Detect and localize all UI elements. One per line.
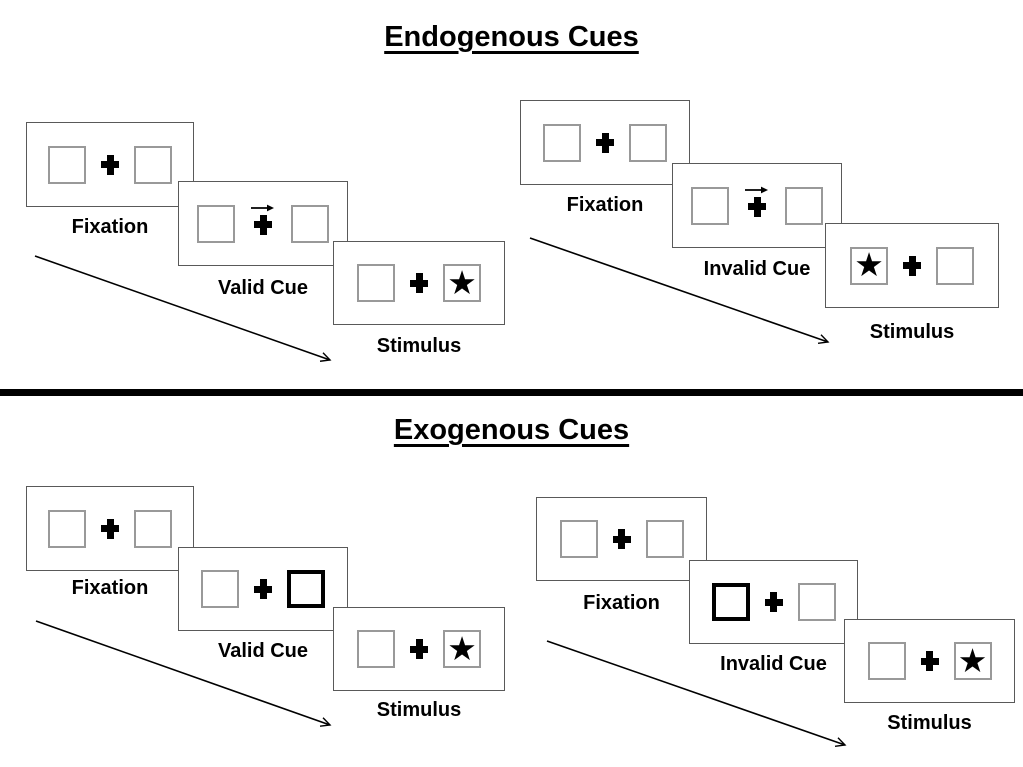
valid-cue-label: Valid Cue bbox=[217, 277, 309, 299]
fixation-label: Fixation bbox=[583, 592, 660, 614]
fixation-cross-icon bbox=[764, 592, 783, 612]
fixation-cross-icon bbox=[903, 255, 921, 276]
left-target-box: ★ bbox=[850, 245, 888, 285]
cued-highlight-box bbox=[287, 570, 325, 608]
invalid-cue-label: Invalid Cue bbox=[720, 653, 827, 675]
left-placeholder-box bbox=[543, 123, 581, 162]
right-placeholder-box bbox=[134, 145, 172, 184]
central-cue bbox=[250, 203, 276, 235]
fixation-cross-icon bbox=[410, 639, 428, 659]
stimulus-panel: ★ bbox=[825, 223, 999, 308]
fixation-cross-icon bbox=[596, 132, 614, 153]
fixation-label: Fixation bbox=[71, 216, 149, 238]
right-placeholder-box bbox=[645, 520, 684, 558]
stimulus-label: Stimulus bbox=[376, 335, 462, 357]
valid-cue-label: Valid Cue bbox=[217, 640, 309, 662]
right-placeholder-box bbox=[785, 186, 823, 225]
valid-cue-panel bbox=[178, 181, 348, 266]
stimulus-panel: ★ bbox=[844, 619, 1015, 703]
right-placeholder-box bbox=[797, 583, 836, 621]
left-placeholder-box bbox=[197, 204, 235, 243]
stimulus-label: Stimulus bbox=[887, 712, 972, 734]
sequence-arrow-exogenous-valid bbox=[35, 620, 332, 727]
fixation-cross-icon bbox=[920, 651, 939, 671]
exogenous-section-title: Exogenous Cues bbox=[393, 414, 630, 446]
fixation-panel bbox=[520, 100, 690, 185]
star-stimulus-icon: ★ bbox=[447, 628, 477, 668]
right-arrow-cue-icon bbox=[745, 186, 768, 193]
fixation-label: Fixation bbox=[566, 194, 644, 216]
fixation-cross-icon bbox=[254, 579, 272, 599]
left-placeholder-box bbox=[201, 570, 239, 608]
fixation-cross-icon bbox=[410, 273, 428, 293]
fixation-cross-icon bbox=[748, 196, 766, 217]
left-placeholder-box bbox=[48, 145, 86, 184]
section-divider bbox=[0, 389, 1023, 396]
right-arrow-cue-icon bbox=[251, 204, 274, 211]
invalid-cue-panel bbox=[689, 560, 858, 644]
star-stimulus-icon: ★ bbox=[957, 640, 988, 680]
fixation-panel bbox=[26, 122, 194, 207]
sequence-arrow-endogenous-valid bbox=[34, 255, 332, 362]
invalid-cue-label: Invalid Cue bbox=[703, 258, 811, 280]
star-stimulus-icon: ★ bbox=[854, 245, 884, 284]
fixation-cross-icon bbox=[101, 154, 119, 175]
right-placeholder-box bbox=[291, 204, 329, 243]
stimulus-panel: ★ bbox=[333, 241, 505, 325]
right-placeholder-box bbox=[936, 246, 974, 285]
stimulus-label: Stimulus bbox=[869, 321, 955, 343]
fixation-panel bbox=[26, 486, 194, 571]
left-placeholder-box bbox=[357, 264, 395, 302]
right-placeholder-box bbox=[134, 509, 172, 548]
right-target-box: ★ bbox=[443, 264, 481, 302]
left-placeholder-box bbox=[559, 520, 598, 558]
valid-cue-panel bbox=[178, 547, 348, 631]
stimulus-panel: ★ bbox=[333, 607, 505, 691]
fixation-label: Fixation bbox=[71, 577, 149, 599]
sequence-arrow-exogenous-invalid bbox=[546, 640, 847, 747]
star-stimulus-icon: ★ bbox=[447, 262, 477, 302]
left-placeholder-box bbox=[867, 642, 906, 680]
left-placeholder-box bbox=[357, 630, 395, 668]
central-cue bbox=[744, 185, 770, 217]
endogenous-section-title: Endogenous Cues bbox=[384, 21, 639, 53]
right-target-box: ★ bbox=[953, 640, 992, 680]
fixation-cross-icon bbox=[101, 518, 119, 539]
left-placeholder-box bbox=[48, 509, 86, 548]
stimulus-label: Stimulus bbox=[376, 699, 462, 721]
sequence-arrow-endogenous-invalid bbox=[529, 237, 830, 344]
fixation-cross-icon bbox=[612, 529, 631, 549]
cued-highlight-box bbox=[711, 583, 750, 621]
left-placeholder-box bbox=[691, 186, 729, 225]
right-target-box: ★ bbox=[443, 630, 481, 668]
fixation-cross-icon bbox=[254, 214, 272, 235]
fixation-panel bbox=[536, 497, 707, 581]
right-placeholder-box bbox=[629, 123, 667, 162]
invalid-cue-panel bbox=[672, 163, 842, 248]
